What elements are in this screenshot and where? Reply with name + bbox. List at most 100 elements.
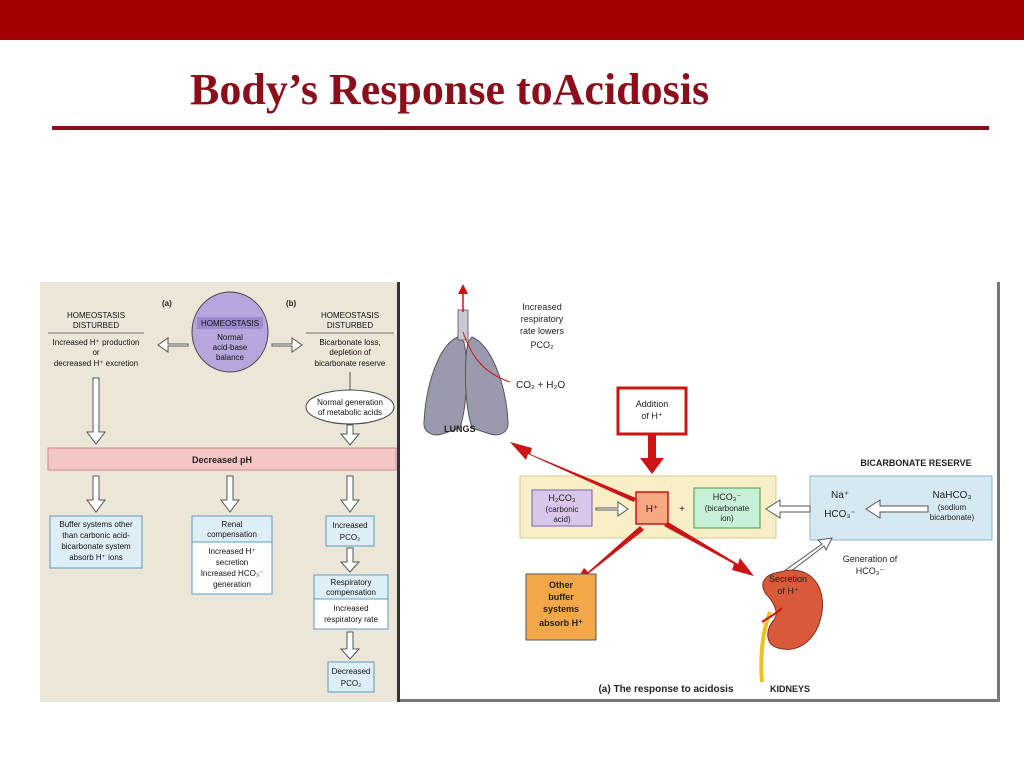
homeostasis-band	[197, 317, 263, 329]
disturbed-a-body: Increased H⁺ production	[53, 338, 140, 347]
renal-body: Increased HCO₃⁻	[201, 569, 264, 578]
disturbed-b-title: DISTURBED	[327, 321, 373, 330]
buffer-systems-text: absorb H⁺ ions	[69, 553, 123, 562]
nahco3-text: (sodium	[938, 503, 967, 512]
renal-title: compensation	[207, 530, 257, 539]
panel-divider	[397, 282, 400, 702]
h-ion-text: H⁺	[646, 504, 659, 515]
down-arrow	[339, 547, 361, 573]
respiratory-note: PCO₂	[531, 340, 555, 350]
decreased-ph-bar	[47, 447, 397, 471]
renal-body: Increased H⁺	[208, 547, 255, 556]
addition-h-text: Addition	[636, 399, 669, 409]
generation-hco3: Generation of	[843, 554, 898, 564]
homeostasis-line: balance	[216, 353, 245, 362]
other-buffers-text: buffer	[548, 592, 574, 602]
arrow-to-buffers	[572, 526, 644, 588]
disturbed-a-body: decreased H⁺ excretion	[54, 359, 138, 368]
renal-body-box	[191, 541, 273, 595]
increased-pco2-text: Increased	[332, 521, 367, 530]
carbonic-acid-text: H₂CO₃	[548, 493, 575, 503]
other-buffers-text: systems	[543, 604, 579, 614]
arrow-shaft	[648, 434, 656, 460]
bicarbonate-ion-text: (bicarbonate	[705, 504, 750, 513]
disturbed-a-title: HOMEOSTASIS	[67, 311, 125, 320]
increased-pco2-text: PCO₂	[340, 533, 360, 542]
down-arrow	[86, 377, 106, 445]
co2-h2o-label: CO₂ + H₂O	[516, 380, 565, 391]
buffer-systems-box	[49, 515, 143, 569]
metabolic-acids-text: of metabolic acids	[318, 408, 382, 417]
disturbed-b-body: depletion of	[329, 348, 371, 357]
metabolic-acids-oval	[305, 389, 395, 425]
buffer-systems-text: than carbonic acid-	[62, 531, 130, 540]
renal-body: generation	[213, 580, 251, 589]
carbonic-acid-box	[531, 489, 593, 527]
secretion-h-text: Secretion	[769, 574, 807, 584]
arrow-to-b	[271, 337, 303, 353]
addition-h-text: of H⁺	[641, 411, 663, 421]
bicarbonate-ion-box	[693, 487, 761, 529]
disturbed-b-body: Bicarbonate loss,	[319, 338, 380, 347]
disturbed-a-title: DISTURBED	[73, 321, 119, 330]
decreased-pco2-text: Decreased	[332, 667, 371, 676]
disturbed-a-body: or	[92, 348, 99, 357]
lungs-label: LUNGS	[444, 424, 476, 434]
other-buffers-text: Other	[549, 580, 574, 590]
decreased-ph-label: Decreased pH	[192, 455, 252, 465]
arrow-from-nahco3	[865, 499, 929, 519]
respiratory-title-box	[313, 574, 389, 600]
slide-title: Body’s Response toAcidosis	[190, 65, 710, 114]
acidosis-figure: (a) (b) HOMEOSTASIS Normal acid-base bal…	[40, 282, 1000, 702]
bottom-edge	[400, 699, 1000, 702]
down-arrow	[339, 631, 361, 660]
right-edge	[997, 282, 1000, 702]
homeostasis-title: HOMEOSTASIS	[201, 319, 259, 328]
respiratory-note: respiratory	[521, 314, 564, 324]
renal-title: Renal	[222, 520, 243, 529]
nahco3-text: bicarbonate)	[930, 513, 975, 522]
left-panel: (a) (b) HOMEOSTASIS Normal acid-base bal…	[40, 282, 400, 702]
other-buffers-box	[525, 573, 597, 641]
respiratory-note: rate lowers	[520, 326, 565, 336]
generation-hco3: HCO₃⁻	[856, 566, 885, 576]
disturbed-b-title: HOMEOSTASIS	[321, 311, 379, 320]
buffer-systems-text: Buffer systems other	[59, 520, 133, 529]
arrow-head	[640, 458, 664, 474]
header-bar	[0, 0, 1024, 40]
figure-caption: (a) The response to acidosis	[598, 684, 733, 695]
label-a: (a)	[162, 299, 172, 308]
carbonic-acid-text: acid)	[553, 515, 571, 524]
decreased-pco2-text: PCO₂	[341, 679, 361, 688]
disturbed-b-body: bicarbonate reserve	[315, 359, 386, 368]
arrow-reserve-to-bicarb	[765, 499, 811, 519]
reserve-ions: Na⁺	[831, 490, 849, 501]
respiratory-title: compensation	[326, 588, 376, 597]
respiratory-body: respiratory rate	[324, 615, 378, 624]
reserve-title: BICARBONATE RESERVE	[860, 458, 971, 468]
arrow-to-lungs	[510, 442, 636, 502]
homeostasis-line: acid-base	[213, 343, 248, 352]
respiratory-body-box	[313, 598, 389, 630]
carbonic-acid-text: (carbonic	[546, 505, 579, 514]
bicarbonate-ion-text: ion)	[720, 514, 734, 523]
arrow-to-carbonic	[595, 501, 629, 517]
respiratory-body: Increased	[333, 604, 368, 613]
label-b: (b)	[286, 299, 297, 308]
down-arrow	[86, 475, 106, 513]
increased-pco2-box	[325, 515, 375, 547]
down-arrow	[339, 424, 361, 446]
bicarbonate-ion-text: HCO₃⁻	[713, 492, 742, 502]
lungs-illustration	[423, 284, 511, 436]
arrow-to-a	[157, 337, 189, 353]
title-underline	[52, 126, 989, 130]
respiratory-title: Respiratory	[331, 578, 372, 587]
down-arrow	[340, 475, 360, 513]
buffer-systems-text: bicarbonate system	[61, 542, 131, 551]
plus-sign: +	[679, 504, 685, 515]
kidney-illustration	[759, 569, 823, 683]
h-ion-box	[635, 491, 669, 525]
nahco3-text: NaHCO₃	[932, 490, 971, 501]
metabolic-acids-text: Normal generation	[317, 398, 383, 407]
down-arrow	[220, 475, 240, 513]
